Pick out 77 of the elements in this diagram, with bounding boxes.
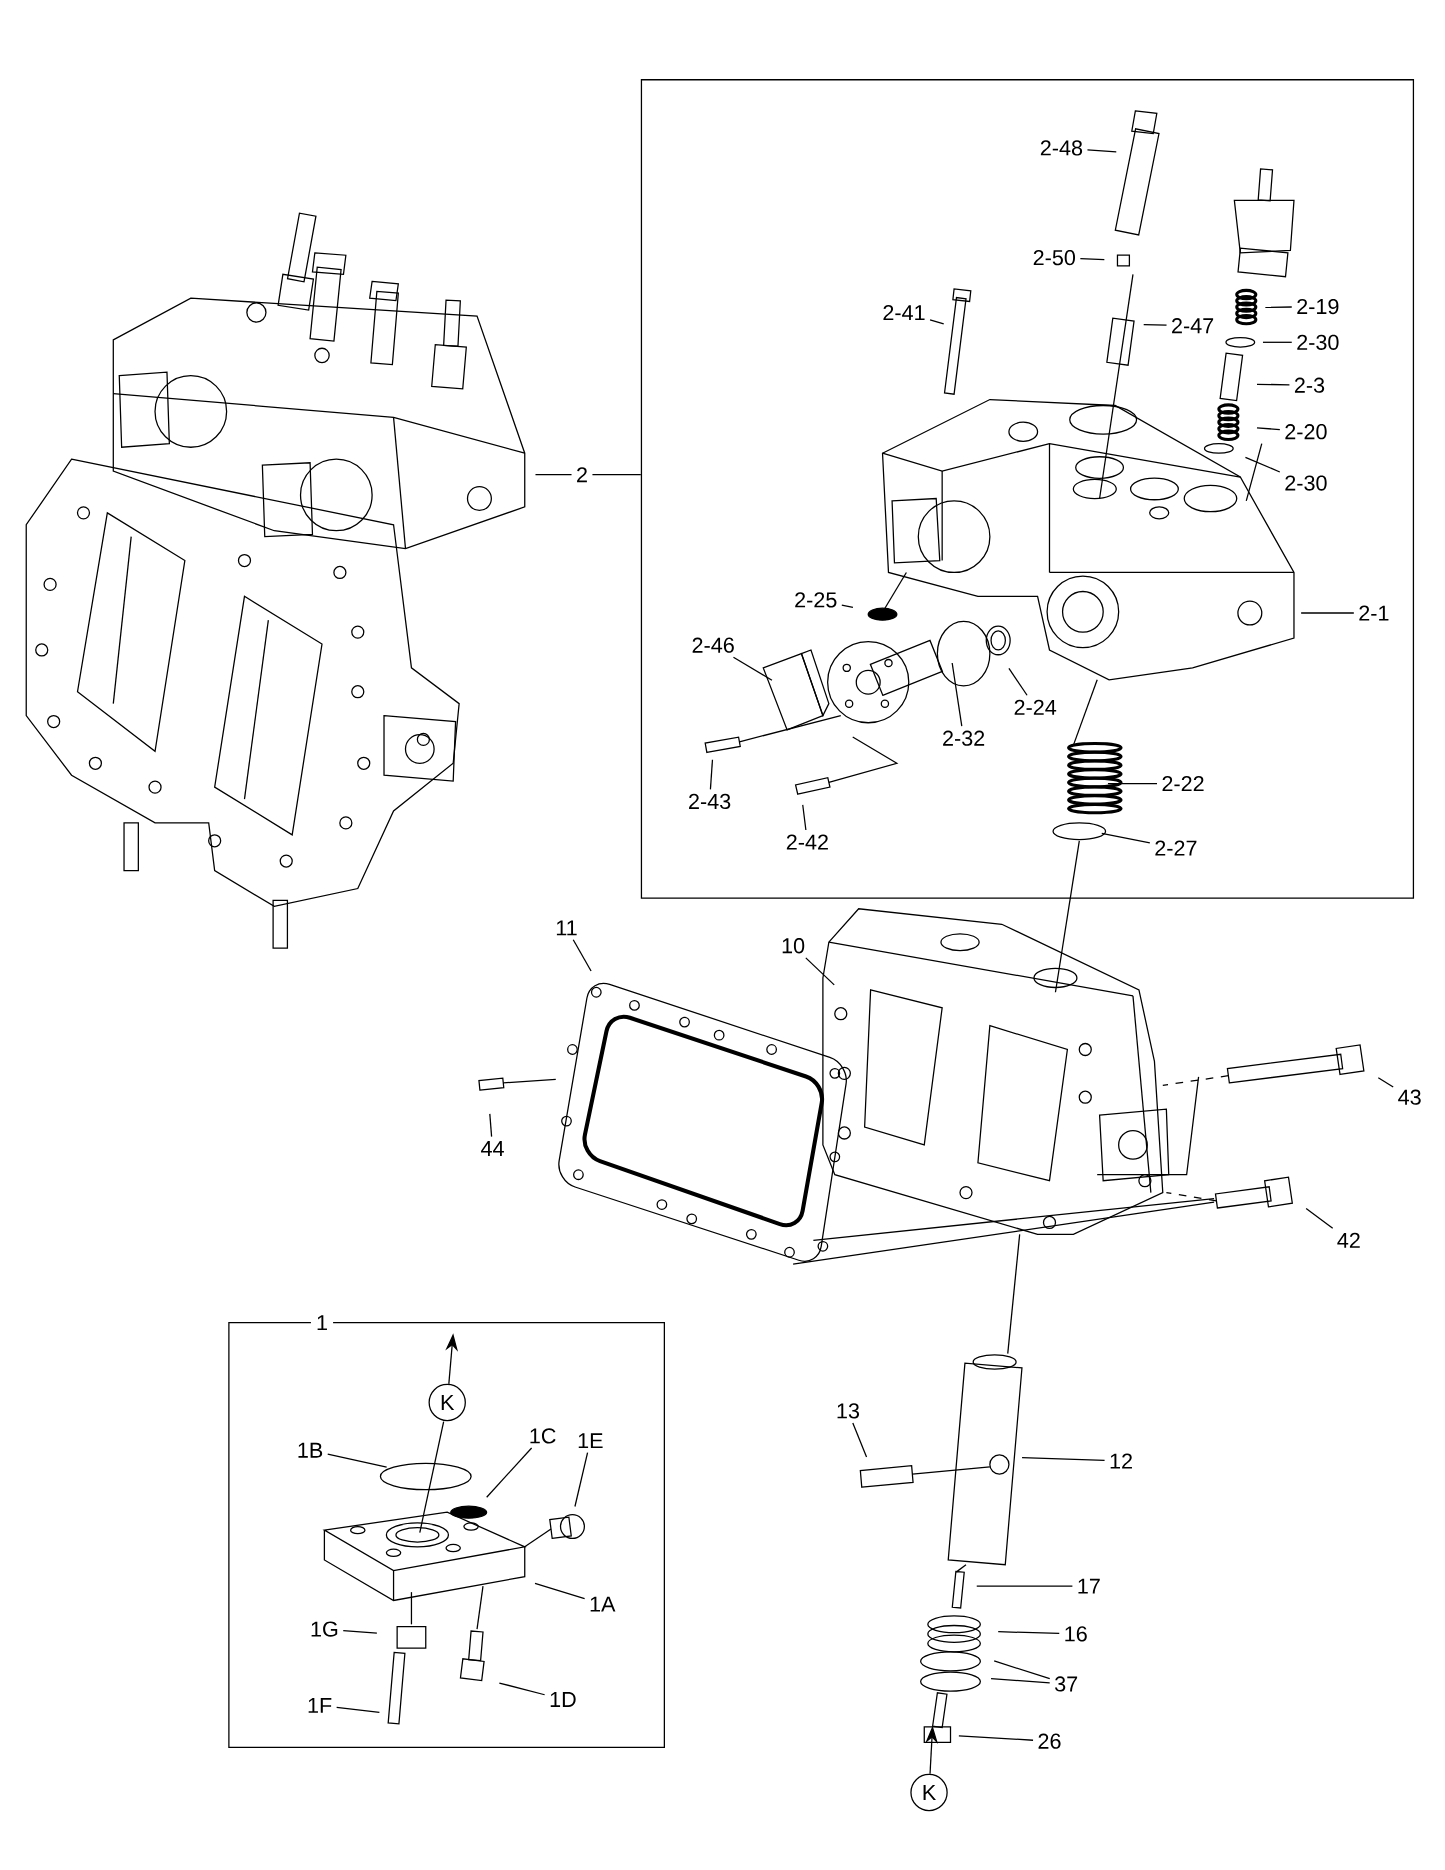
leader-line [485,1447,533,1498]
callout-number: 11 [556,920,577,936]
callout-number: 2-46 [692,637,734,653]
leader-line [993,1660,1051,1680]
leader-line [1300,612,1355,614]
callout-number: 26 [1038,1733,1061,1749]
leader-line [1262,341,1293,343]
callout-number: 13 [837,1403,859,1419]
leader-line [1142,324,1167,326]
callout-number: 2-3 [1294,377,1324,393]
leader-line [975,1585,1073,1587]
callout-number: 17 [1078,1578,1100,1594]
callout-number: 16 [1065,1626,1087,1642]
callout-number: 1E [578,1433,603,1449]
callout-number: 37 [1054,1676,1077,1692]
leader-line [958,1735,1034,1741]
leader-line [1100,832,1151,844]
leader-line [1086,149,1117,153]
callout-number: 2-24 [1014,699,1056,715]
callout-number: 10 [782,938,805,954]
callout-number: 2-25 [795,592,837,608]
leader-line [1256,427,1281,431]
callout-number: 1A [590,1596,616,1612]
callout-number: 12 [1110,1453,1132,1469]
leader-line [488,1113,493,1138]
leader-line [732,656,773,681]
leader-line [326,1453,388,1468]
leader-line [951,662,963,727]
leader-line [1079,257,1105,261]
leader-line [342,1629,378,1634]
leader-line [1008,667,1028,696]
leader-line [1377,1077,1394,1088]
callout-number: 43 [1397,1089,1421,1105]
leader-line [804,957,835,986]
leader-line [990,1678,1051,1684]
callout-number: 2 [576,467,587,483]
leader-line [929,319,945,325]
callout-number: 2-32 [942,730,984,746]
callout-number: 2-42 [786,834,828,850]
callout-number: 1C [530,1428,556,1444]
leader-line [572,939,592,972]
callout-number: 1G [311,1621,337,1637]
leader-line [591,474,642,476]
leader-line [1021,1457,1105,1462]
group-frame [640,79,1414,899]
leader-line [1256,383,1290,386]
leader-line [1244,456,1281,473]
leader-line [498,1682,546,1696]
callout-number: 2-47 [1171,318,1213,334]
leader-line [335,1706,380,1714]
leader-line [997,1631,1060,1635]
callout-number: 42 [1337,1232,1360,1248]
leader-line [709,759,713,790]
leader-line [840,604,854,608]
callout-number: 2-19 [1297,298,1339,315]
leader-line [534,474,572,476]
callout-number: 2-48 [1040,140,1082,156]
leader-line [534,1582,586,1600]
callout-number: 44 [480,1141,504,1156]
callout-number: 1F [308,1698,332,1713]
callout-number: 2-1 [1359,605,1389,621]
callout-number: 2-43 [688,793,731,810]
callout-number: 2-30 [1297,334,1339,350]
callout-number: 2-20 [1285,424,1327,440]
callout-number: 1D [550,1692,576,1707]
leader-line [1107,782,1158,785]
leader-line [574,1451,588,1508]
leader-line [851,1422,867,1458]
leader-line [801,804,807,831]
leader-line [1305,1207,1334,1229]
callout-number: 2-27 [1155,840,1197,856]
callout-number: 2-30 [1285,475,1327,491]
callout-number: 2-22 [1162,776,1204,792]
leader-line [1264,306,1293,309]
callout-number: 1B [298,1442,322,1458]
callout-number: 2-41 [883,304,925,320]
callout-number: 2-50 [1033,250,1075,266]
